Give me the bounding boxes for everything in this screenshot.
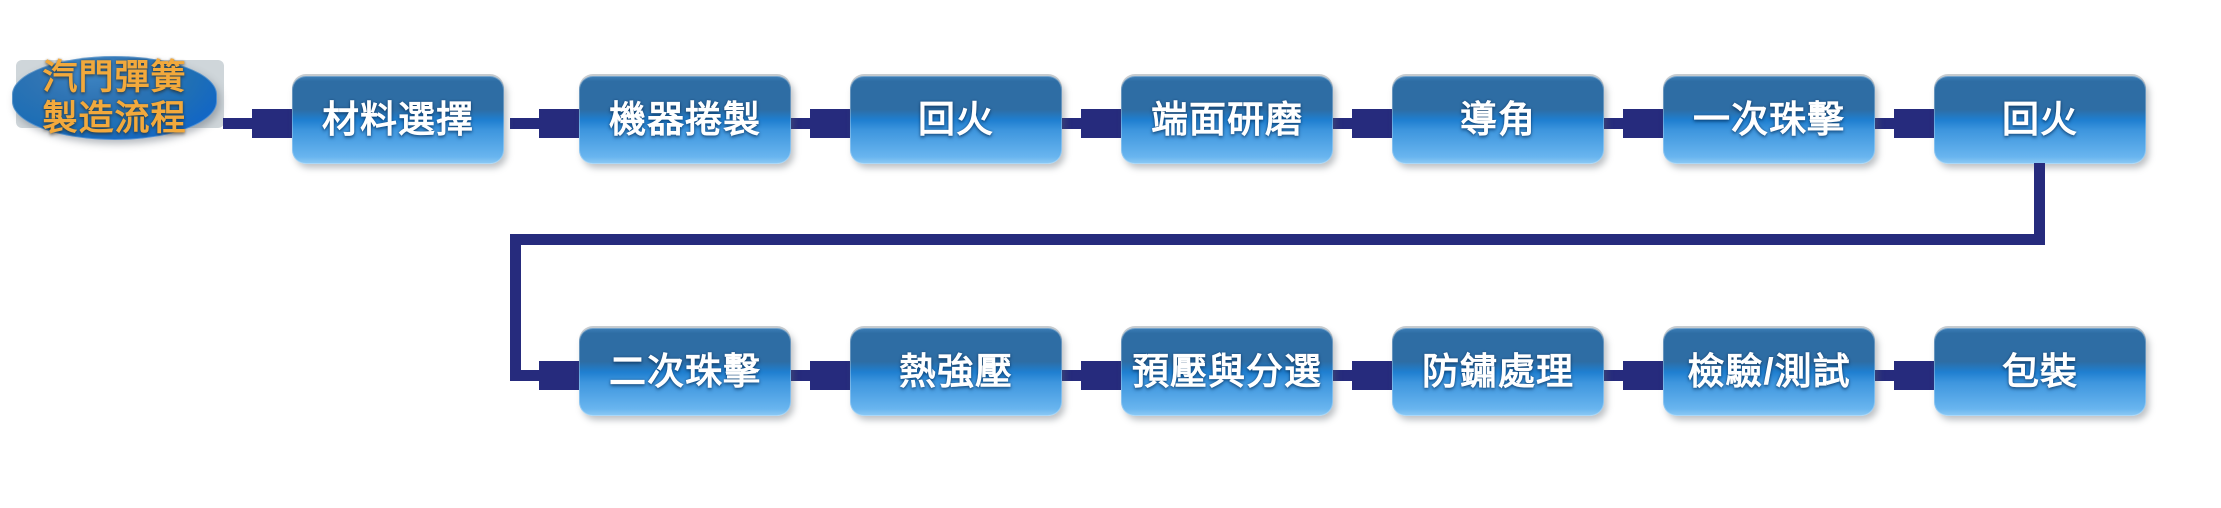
connector-r1-4-to-r1-5-arrowhead bbox=[1623, 109, 1665, 138]
connector-r2-4-to-r2-5-shaft bbox=[1865, 370, 1901, 381]
process-node-end-face-grinding[interactable]: 端面研磨 bbox=[1117, 69, 1337, 164]
process-node-first-shot-peening[interactable]: 一次珠擊 bbox=[1659, 69, 1879, 164]
connector-r1-3-to-r1-4-shaft bbox=[1323, 118, 1359, 129]
start-node-valve-spring-process[interactable]: 汽門彈簧 製造流程 bbox=[12, 56, 217, 140]
process-node-label: 二次珠擊 bbox=[609, 351, 761, 393]
process-node-label: 端面研磨 bbox=[1151, 99, 1303, 141]
process-node-label: 防鏽處理 bbox=[1422, 351, 1574, 393]
connector-r2-3-to-r2-4-shaft bbox=[1594, 370, 1630, 381]
connector-r2-4-to-r2-5-arrowhead bbox=[1894, 361, 1936, 390]
connector-r1-1-to-r1-2-arrowhead bbox=[810, 109, 852, 138]
connector-r2-0-to-r2-1-shaft bbox=[781, 370, 817, 381]
process-node-label: 檢驗/測試 bbox=[1687, 351, 1851, 393]
process-node-hot-setting[interactable]: 熱強壓 bbox=[846, 321, 1066, 416]
process-node-packaging[interactable]: 包裝 bbox=[1930, 321, 2150, 416]
wrap-connector-horizontal-into-row2-shaft bbox=[510, 370, 546, 381]
wrap-connector-vertical-down bbox=[2034, 163, 2045, 245]
process-node-tempering-1[interactable]: 回火 bbox=[846, 69, 1066, 164]
process-node-inspection-testing[interactable]: 檢驗/測試 bbox=[1659, 321, 1879, 416]
process-node-label: 包裝 bbox=[2002, 351, 2078, 393]
connector-r1-5-to-r1-6-arrowhead bbox=[1894, 109, 1936, 138]
process-node-label: 熱強壓 bbox=[899, 351, 1013, 393]
connector-r1-1-to-r1-2-shaft bbox=[781, 118, 817, 129]
connector-r2-3-to-r2-4-arrowhead bbox=[1623, 361, 1665, 390]
connector-r2-2-to-r2-3-shaft bbox=[1323, 370, 1359, 381]
connector-start-to-r1-0-shaft bbox=[223, 118, 259, 129]
process-node-material-selection[interactable]: 材料選擇 bbox=[288, 69, 508, 164]
process-node-label: 回火 bbox=[918, 99, 994, 141]
process-node-label: 回火 bbox=[2002, 99, 2078, 141]
connector-r1-0-to-r1-1-arrowhead bbox=[539, 109, 581, 138]
process-node-tempering-2[interactable]: 回火 bbox=[1930, 69, 2150, 164]
connector-r1-0-to-r1-1-shaft bbox=[510, 118, 546, 129]
connector-r1-3-to-r1-4-arrowhead bbox=[1352, 109, 1394, 138]
connector-r1-2-to-r1-3-arrowhead bbox=[1081, 109, 1123, 138]
connector-r1-2-to-r1-3-shaft bbox=[1052, 118, 1088, 129]
process-node-rust-prevention[interactable]: 防鏽處理 bbox=[1388, 321, 1608, 416]
process-node-label: 材料選擇 bbox=[322, 99, 474, 141]
connector-r2-0-to-r2-1-arrowhead bbox=[810, 361, 852, 390]
process-node-label: 預壓與分選 bbox=[1132, 351, 1322, 393]
process-node-machine-coiling[interactable]: 機器捲製 bbox=[575, 69, 795, 164]
connector-r2-2-to-r2-3-arrowhead bbox=[1352, 361, 1394, 390]
connector-r1-5-to-r1-6-shaft bbox=[1865, 118, 1901, 129]
connector-r2-1-to-r2-2-shaft bbox=[1052, 370, 1088, 381]
wrap-connector-vertical-down-2 bbox=[510, 234, 521, 381]
connector-r1-4-to-r1-5-shaft bbox=[1594, 118, 1630, 129]
process-node-label: 一次珠擊 bbox=[1693, 99, 1845, 141]
start-node-label: 汽門彈簧 製造流程 bbox=[42, 57, 187, 138]
connector-start-to-r1-0-arrowhead bbox=[252, 109, 294, 138]
process-node-label: 機器捲製 bbox=[609, 99, 761, 141]
connector-r2-1-to-r2-2-arrowhead bbox=[1081, 361, 1123, 390]
process-node-second-shot-peening[interactable]: 二次珠擊 bbox=[575, 321, 795, 416]
process-node-label: 導角 bbox=[1460, 99, 1536, 141]
process-node-chamfering[interactable]: 導角 bbox=[1388, 69, 1608, 164]
wrap-connector-arrowhead bbox=[539, 361, 581, 390]
process-node-presetting-and-sorting[interactable]: 預壓與分選 bbox=[1117, 321, 1337, 416]
wrap-connector-horizontal-left bbox=[510, 234, 2045, 245]
